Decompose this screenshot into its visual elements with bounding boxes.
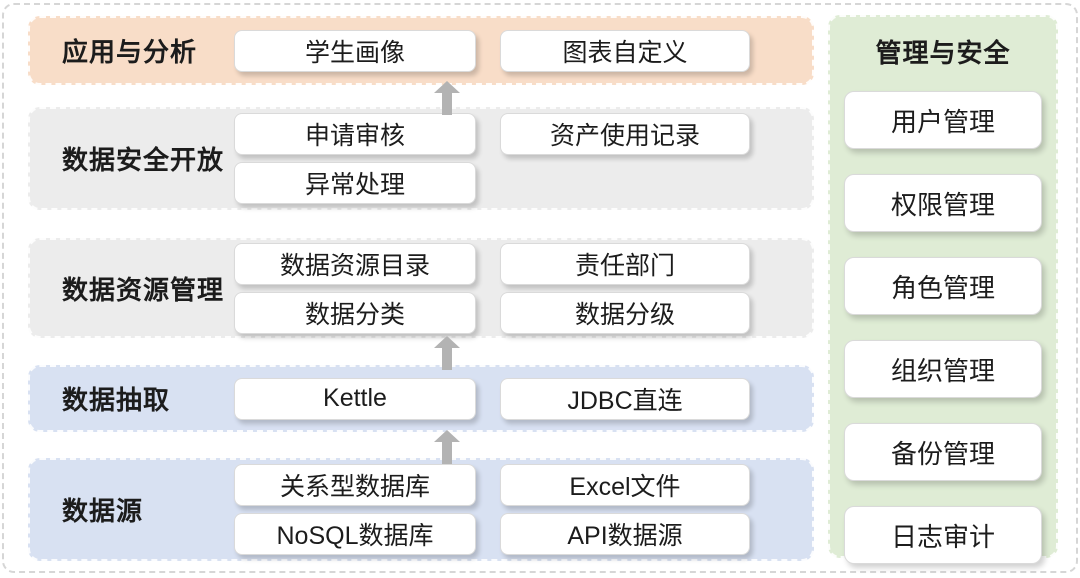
module-pill: 责任部门	[500, 242, 750, 285]
module-pill: 权限管理	[844, 174, 1042, 232]
side-panel-title: 管理与安全	[875, 38, 1011, 68]
band-pill-grid: 数据资源目录 责任部门 数据分类 数据分级	[234, 242, 750, 334]
band-label: 数据源	[62, 496, 144, 526]
module-pill: 关系型数据库	[234, 464, 476, 506]
band-data-extraction: 数据抽取 Kettle JDBC直连	[28, 365, 814, 432]
module-pill: Excel文件	[500, 464, 750, 506]
band-label: 数据资源管理	[62, 274, 225, 305]
band-data-source: 数据源 关系型数据库 Excel文件 NoSQL数据库 API数据源	[28, 458, 814, 561]
module-pill: 备份管理	[844, 423, 1042, 481]
band-pill-grid: 申请审核 资产使用记录 异常处理	[234, 113, 750, 204]
module-pill: 异常处理	[234, 162, 476, 204]
band-data-security-open: 数据安全开放 申请审核 资产使用记录 异常处理	[28, 107, 814, 210]
up-arrow-icon	[434, 81, 460, 115]
side-panel-management-security: 管理与安全 用户管理 权限管理 角色管理 组织管理 备份管理 日志审计	[828, 15, 1058, 564]
side-panel-pill-list: 用户管理 权限管理 角色管理 组织管理 备份管理 日志审计	[844, 91, 1042, 564]
module-pill: NoSQL数据库	[234, 513, 476, 555]
band-label: 数据抽取	[62, 385, 171, 415]
up-arrow-icon	[434, 430, 460, 464]
module-pill: 日志审计	[844, 506, 1042, 564]
band-pill-grid: 关系型数据库 Excel文件 NoSQL数据库 API数据源	[234, 464, 750, 555]
band-label: 应用与分析	[62, 37, 198, 67]
band-pill-grid: 学生画像 图表自定义	[234, 29, 750, 72]
module-pill: 数据分类	[234, 291, 476, 334]
module-pill: 组织管理	[844, 340, 1042, 398]
module-pill: 数据资源目录	[234, 242, 476, 285]
module-pill: JDBC直连	[500, 377, 750, 420]
module-pill: 用户管理	[844, 91, 1042, 149]
module-pill: Kettle	[234, 377, 476, 420]
module-pill: 资产使用记录	[500, 113, 750, 155]
module-pill: 申请审核	[234, 113, 476, 155]
up-arrow-icon	[434, 336, 460, 370]
module-pill: 角色管理	[844, 257, 1042, 315]
band-pill-grid: Kettle JDBC直连	[234, 377, 750, 420]
band-application-analysis: 应用与分析 学生画像 图表自定义	[28, 16, 814, 85]
module-pill: 数据分级	[500, 291, 750, 334]
band-data-resource-management: 数据资源管理 数据资源目录 责任部门 数据分类 数据分级	[28, 238, 814, 338]
band-label: 数据安全开放	[62, 145, 225, 175]
module-pill: API数据源	[500, 513, 750, 555]
module-pill: 学生画像	[234, 29, 476, 72]
module-pill: 图表自定义	[500, 29, 750, 72]
